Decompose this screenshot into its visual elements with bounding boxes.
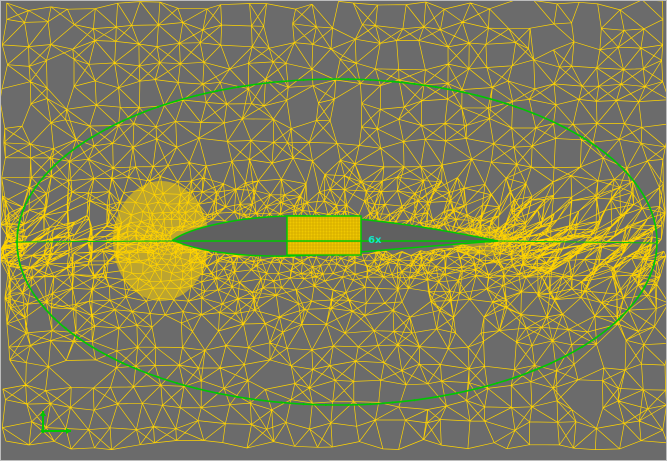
boundary-node: [514, 105, 518, 108]
boundary-node: [216, 392, 219, 395]
boundary-node: [19, 218, 22, 221]
boundary-node: [105, 127, 108, 130]
boundary-node: [216, 89, 219, 92]
boundary-node: [369, 78, 372, 81]
boundary-node: [280, 401, 283, 404]
boundary-node: [391, 80, 394, 83]
boundary-node: [652, 218, 656, 221]
farfield-boundary-nodes: [15, 78, 659, 406]
boundary-node: [369, 403, 372, 406]
boundary-node: [532, 112, 536, 115]
boundary-node: [28, 285, 31, 288]
boundary-node: [532, 369, 536, 372]
boundary-node: [302, 78, 305, 81]
boundary-node: [258, 399, 261, 402]
boundary-node: [655, 229, 658, 232]
boundary-node: [550, 362, 553, 365]
boundary-node: [566, 127, 569, 130]
boundary-node: [636, 185, 639, 188]
insert-grid-lines: [288, 217, 360, 255]
boundary-node: [550, 119, 553, 122]
boundary-node: [618, 164, 621, 167]
boundary-node: [655, 252, 658, 255]
boundary-node: [35, 185, 38, 188]
boundary-node: [495, 382, 499, 385]
boundary-node: [581, 136, 584, 139]
boundary-node: [16, 252, 19, 255]
boundary-node: [19, 263, 22, 266]
boundary-node: [22, 274, 26, 277]
boundary-node: [347, 403, 350, 406]
boundary-node: [594, 145, 598, 148]
boundary-node: [195, 94, 198, 97]
boundary-node: [157, 376, 160, 379]
boundary-node: [157, 105, 160, 108]
boundary-node: [566, 354, 569, 357]
boundary-node: [455, 89, 458, 92]
boundary-node: [302, 403, 305, 406]
xyz-axes-triad-icon: [40, 411, 71, 434]
boundary-node: [607, 327, 610, 330]
boundary-node: [413, 82, 416, 85]
boundary-node: [258, 82, 261, 85]
boundary-node: [391, 401, 394, 404]
boundary-node: [347, 78, 350, 81]
boundary-node: [53, 317, 56, 320]
boundary-label: 6x: [368, 235, 382, 246]
boundary-node: [643, 285, 646, 288]
boundary-node: [643, 196, 646, 199]
boundary-node: [628, 307, 631, 310]
boundary-node: [618, 317, 621, 320]
structured-insert-block: [286, 215, 362, 256]
boundary-node: [648, 274, 652, 277]
boundary-node: [22, 207, 26, 210]
boundary-node: [43, 174, 46, 177]
boundary-node: [28, 196, 31, 199]
boundary-node: [195, 387, 198, 390]
boundary-node: [434, 395, 437, 399]
boundary-node: [652, 263, 656, 266]
boundary-node: [138, 112, 142, 115]
boundary-node: [77, 336, 80, 339]
boundary-node: [90, 345, 93, 348]
boundary-node: [237, 395, 240, 399]
boundary-node: [581, 345, 584, 348]
boundary-node: [455, 392, 458, 395]
insert-block-grid: [288, 217, 360, 255]
boundary-node: [594, 336, 598, 339]
boundary-node: [237, 85, 240, 89]
boundary-node: [16, 229, 19, 232]
boundary-node: [648, 207, 652, 210]
boundary-node: [636, 296, 639, 299]
boundary-node: [413, 399, 416, 402]
boundary-node: [280, 80, 283, 83]
wake-line: [497, 240, 657, 244]
boundary-node: [514, 376, 518, 379]
boundary-node: [476, 387, 479, 390]
boundary-node: [607, 154, 610, 157]
boundary-node: [476, 94, 479, 97]
boundary-node: [121, 362, 124, 365]
boundary-node: [121, 119, 124, 122]
boundary-node: [90, 136, 93, 139]
boundary-node: [495, 99, 499, 102]
boundary-node: [175, 382, 179, 385]
boundary-node: [138, 369, 142, 372]
boundary-node: [324, 78, 327, 81]
boundary-node: [43, 307, 46, 310]
boundary-node: [105, 354, 108, 357]
boundary-node: [64, 154, 67, 157]
boundary-node: [64, 327, 67, 330]
boundary-node: [324, 403, 327, 406]
boundary-node: [53, 164, 56, 167]
boundary-node: [175, 99, 179, 102]
upstream-line: [14, 240, 174, 243]
boundary-node: [77, 145, 80, 148]
boundary-node: [434, 85, 437, 89]
boundary-node: [628, 174, 631, 177]
boundary-node: [655, 240, 659, 244]
boundary-node: [35, 296, 38, 299]
